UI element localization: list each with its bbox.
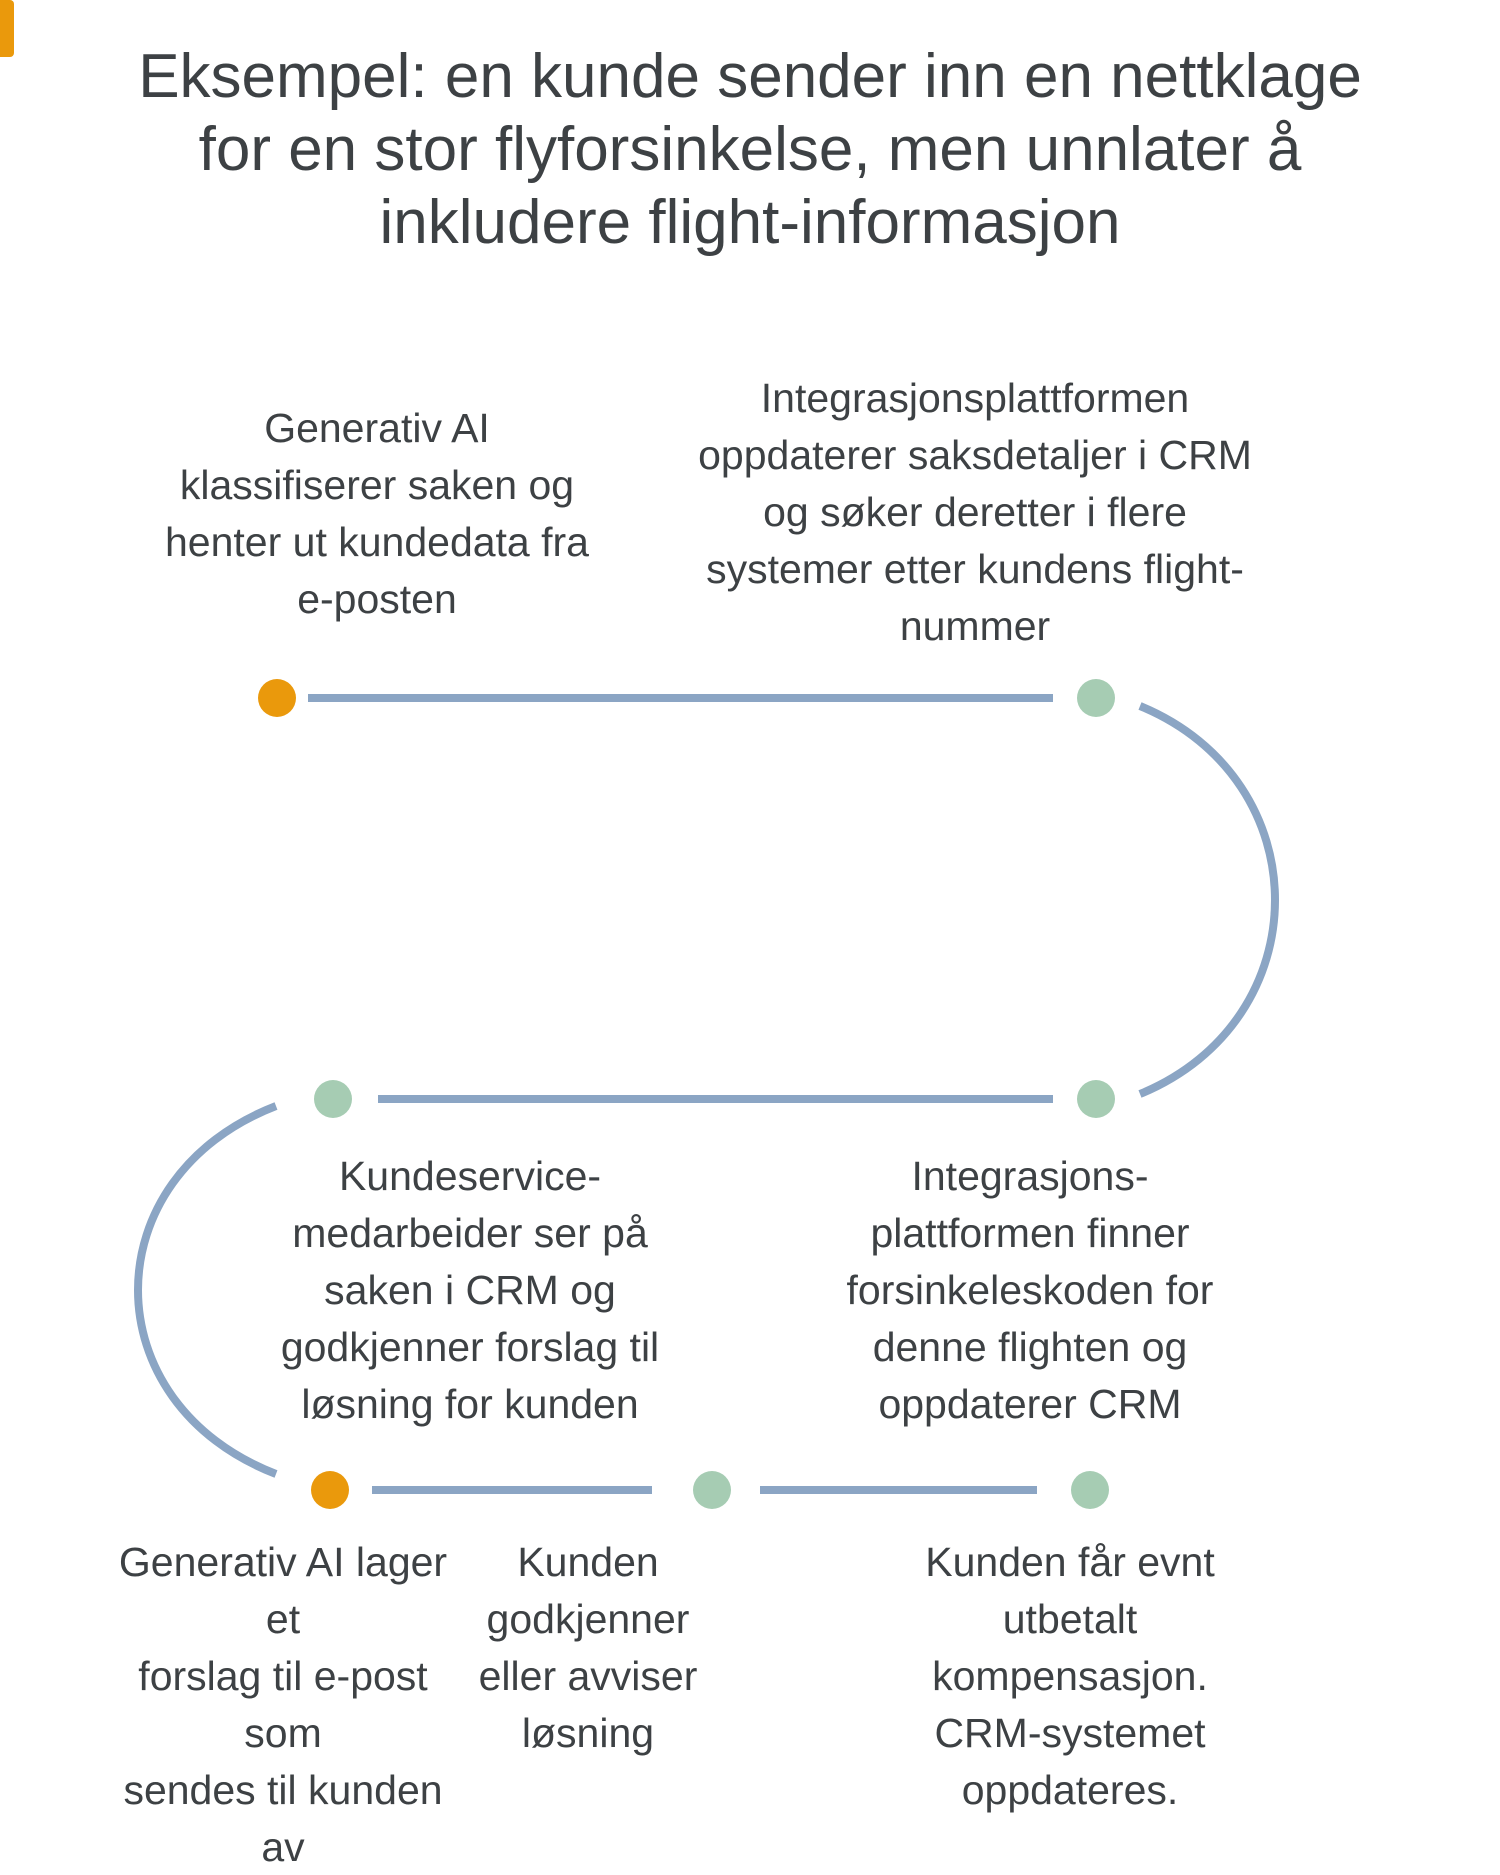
step-1-label: Generativ AI klassifiserer saken og hent…	[165, 405, 589, 622]
step-dot-5	[311, 1471, 349, 1509]
step-6-label: Kunden godkjenner eller avviser løsning	[478, 1539, 698, 1756]
step-dot-2	[1077, 679, 1115, 717]
step-4-label: Kundeservice- medarbeider ser på saken i…	[280, 1153, 660, 1427]
step-dot-1	[258, 679, 296, 717]
step-3-label: Integrasjons- plattformen finner forsink…	[846, 1153, 1214, 1427]
connector-curve-right	[1138, 702, 1279, 1098]
corner-accent-bar	[0, 0, 14, 57]
step-dot-3	[1077, 1080, 1115, 1118]
step-dot-7	[1071, 1471, 1109, 1509]
page-title: Eksempel: en kunde sender inn en nettkla…	[138, 42, 1362, 257]
step-2-label: Integrasjonsplattformen oppdaterer saksd…	[698, 375, 1252, 649]
connector-curve-left	[134, 1102, 278, 1478]
step-dot-4	[314, 1080, 352, 1118]
step-dot-6	[693, 1471, 731, 1509]
step-5-label: Generativ AI lager et forslag til e-post…	[118, 1539, 448, 1870]
step-7-label: Kunden får evnt utbetalt kompensasjon. C…	[925, 1539, 1215, 1813]
